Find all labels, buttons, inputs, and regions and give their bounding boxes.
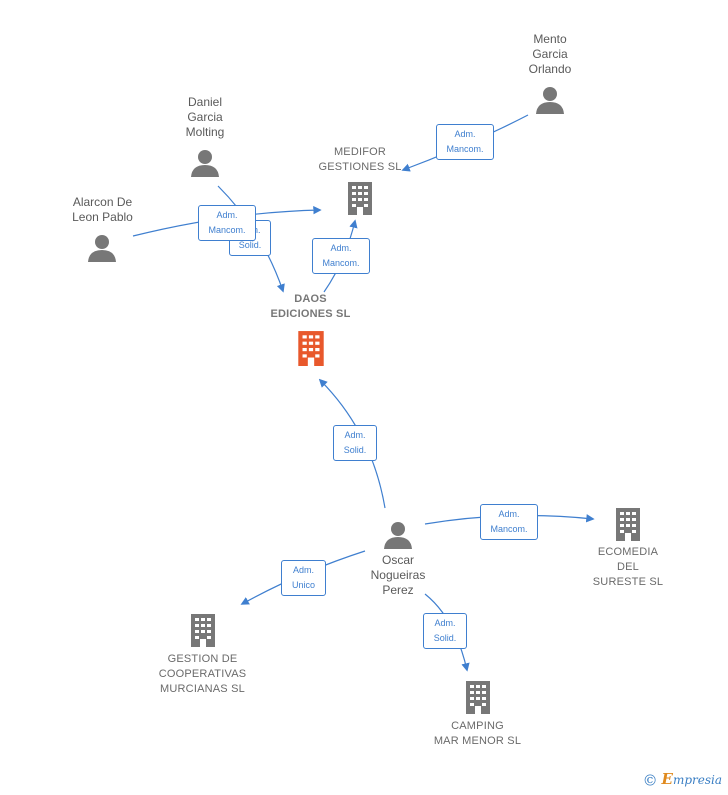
copyright-symbol: © xyxy=(642,771,658,789)
person-node-oscar[interactable]: Oscar Nogueiras Perez xyxy=(348,520,448,598)
building-icon xyxy=(348,182,372,215)
company-name: GESTION DE COOPERATIVAS MURCIANAS SL xyxy=(158,653,247,695)
company-name: MEDIFOR GESTIONES SL xyxy=(318,146,402,173)
company-node-gestion[interactable]: GESTION DE COOPERATIVAS MURCIANAS SL xyxy=(140,613,265,697)
edge-label-alarcon-medifor[interactable]: Adm. Mancom. xyxy=(198,205,256,241)
company-node-ecomedia[interactable]: ECOMEDIA DEL SURESTE SL xyxy=(578,507,678,590)
company-name: DAOS EDICIONES SL xyxy=(270,293,351,320)
person-name: Alarcon De Leon Pablo xyxy=(72,195,133,224)
person-icon xyxy=(88,235,116,262)
edge-label-oscar-gestion[interactable]: Adm. Unico xyxy=(281,560,326,596)
company-node-medifor[interactable]: MEDIFOR GESTIONES SL xyxy=(305,145,415,215)
person-node-mento[interactable]: Mento Garcia Orlando xyxy=(500,32,600,115)
company-name: CAMPING MAR MENOR SL xyxy=(433,720,522,747)
building-icon xyxy=(297,331,324,366)
person-name: Mento Garcia Orlando xyxy=(528,32,572,76)
person-icon xyxy=(384,522,412,549)
person-name: Oscar Nogueiras Perez xyxy=(370,553,426,597)
brand-logo: © Empresia xyxy=(643,770,722,790)
person-icon xyxy=(536,87,564,114)
edge-label-oscar-camping[interactable]: Adm. Solid. xyxy=(423,613,467,649)
company-node-daos[interactable]: DAOS EDICIONES SL xyxy=(253,292,368,366)
person-icon xyxy=(191,150,219,177)
building-icon xyxy=(616,508,640,541)
brand-text: mpresia xyxy=(672,772,722,787)
brand-initial: E xyxy=(661,769,673,788)
edge-label-oscar-daos[interactable]: Adm. Solid. xyxy=(333,425,377,461)
person-node-daniel[interactable]: Daniel Garcia Molting xyxy=(155,95,255,178)
company-node-camping[interactable]: CAMPING MAR MENOR SL xyxy=(420,680,535,749)
edge-label-oscar-ecomedia[interactable]: Adm. Mancom. xyxy=(480,504,538,540)
person-name: Daniel Garcia Molting xyxy=(185,95,225,139)
edge-label-mento-medifor[interactable]: Adm. Mancom. xyxy=(436,124,494,160)
building-icon xyxy=(465,681,490,714)
company-name: ECOMEDIA DEL SURESTE SL xyxy=(592,546,664,588)
edge-label-daos-medifor[interactable]: Adm. Mancom. xyxy=(312,238,370,274)
person-node-alarcon[interactable]: Alarcon De Leon Pablo xyxy=(45,195,160,263)
building-icon xyxy=(190,614,215,647)
